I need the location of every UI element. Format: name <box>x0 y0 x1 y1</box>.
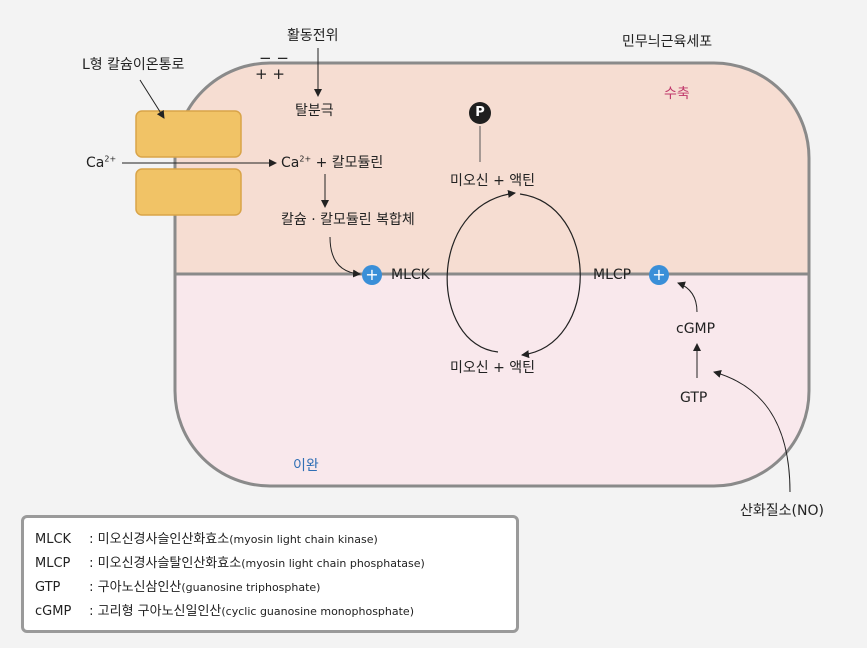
myosin-actin-bottom-label: 미오신 + 액틴 <box>450 360 536 376</box>
mlcp-activation-icon: + <box>649 265 669 285</box>
myosin-actin-top-label: 미오신 + 액틴 <box>450 173 536 189</box>
phosphate-icon: P <box>469 102 491 124</box>
membrane-minus-signs: − − <box>259 49 289 67</box>
ca-outside-charge: 2+ <box>104 154 117 164</box>
arrow-channel-label <box>139 79 165 119</box>
cgmp-label: cGMP <box>676 321 716 337</box>
mlck-label: MLCK <box>391 267 430 283</box>
relaxation-label: 이완 <box>293 458 319 474</box>
arrow-complex-to-mlck <box>329 236 361 278</box>
contraction-region <box>175 63 809 274</box>
action-potential-label: 활동전위 <box>287 28 339 44</box>
ca-outside-label: Ca2+ <box>86 154 117 171</box>
legend-box: MLCK : 미오신경사슬인산화효소(myosin light chain ki… <box>21 515 519 633</box>
arrow-no-to-gtp <box>713 370 791 493</box>
cycle-left-arc <box>446 189 516 353</box>
legend-row-cgmp: cGMP : 고리형 구아노신일인산(cyclic guanosine mono… <box>35 604 414 619</box>
channel-block-bottom <box>135 168 242 216</box>
ca-calmodulin-label: Ca2+ + 칼모듈린 <box>281 154 384 171</box>
cycle-right-arc <box>519 193 581 359</box>
depolarization-label: 탈분극 <box>295 103 334 119</box>
mlck-activation-icon: + <box>362 265 382 285</box>
ca-inside-charge: 2+ <box>299 154 312 164</box>
relaxation-region <box>175 274 809 486</box>
legend-row-mlck: MLCK : 미오신경사슬인산화효소(myosin light chain ki… <box>35 532 378 547</box>
l-channel-label: L형 칼슘이온통로 <box>82 57 185 73</box>
contraction-label: 수축 <box>664 86 690 102</box>
cell-body <box>175 63 809 486</box>
legend-row-gtp: GTP : 구아노신삼인산(guanosine triphosphate) <box>35 580 321 595</box>
mlcp-label: MLCP <box>593 267 632 283</box>
gtp-label: GTP <box>680 390 708 406</box>
cell-type-label: 민무늬근육세포 <box>622 34 713 50</box>
channel-block-top <box>135 110 242 158</box>
arrow-cgmp-to-mlcp <box>677 281 698 313</box>
ca-calmodulin-complex-label: 칼슘 · 칼모듈린 복합체 <box>281 212 415 228</box>
membrane-plus-signs: + + <box>255 65 285 83</box>
nitric-oxide-label: 산화질소(NO) <box>740 503 824 519</box>
legend-row-mlcp: MLCP : 미오신경사슬탈인산화효소(myosin light chain p… <box>35 556 425 571</box>
